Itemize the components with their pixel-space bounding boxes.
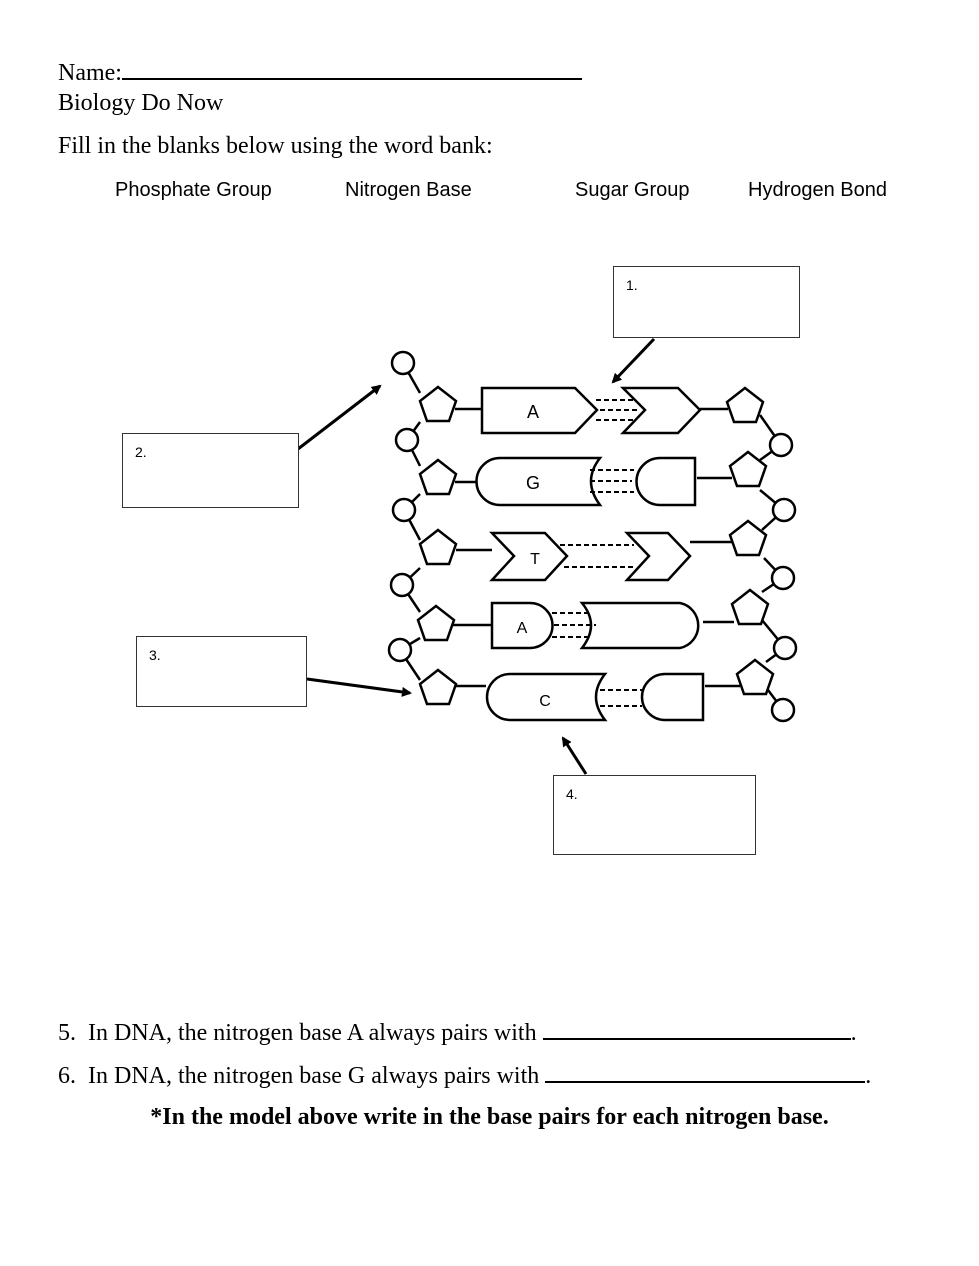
word-bank-item-phosphate: Phosphate Group	[115, 179, 272, 201]
phosphate-circle	[768, 432, 794, 458]
base-letter-1: A	[527, 402, 539, 422]
sugar-pentagon	[728, 450, 768, 488]
label-box-1[interactable]: 1.	[613, 266, 800, 338]
question-number: 5.	[58, 1020, 76, 1046]
answer-blank-6[interactable]	[545, 1061, 866, 1083]
name-label: Name:	[58, 60, 122, 86]
base-shape-t	[489, 531, 569, 582]
sugar-pentagon	[735, 658, 775, 696]
sugar-pentagon	[418, 458, 458, 496]
label-box-3[interactable]: 3.	[136, 636, 307, 707]
label-box-number: 1.	[626, 277, 638, 293]
phosphate-circle	[390, 350, 416, 376]
phosphate-circle	[772, 635, 798, 661]
sugar-base-connectors	[452, 407, 740, 688]
arrow-1	[611, 337, 656, 384]
arrow-3	[306, 677, 412, 697]
answer-blank-5[interactable]	[542, 1018, 851, 1040]
phosphate-circle	[771, 497, 797, 523]
base-letter-3: T	[530, 551, 540, 568]
word-bank-item-sugar: Sugar Group	[575, 179, 690, 201]
base-shape-partner-5	[640, 672, 705, 722]
sugar-pentagon	[416, 604, 456, 642]
worksheet-subtitle: Biology Do Now	[58, 90, 224, 116]
name-blank[interactable]	[121, 58, 582, 80]
hydrogen-bonds	[552, 399, 642, 707]
instructions: Fill in the blanks below using the word …	[58, 133, 493, 159]
base-shape-partner-2	[635, 456, 697, 507]
question-number: 6.	[58, 1063, 76, 1089]
phosphate-circle	[389, 572, 415, 598]
sugar-pentagon	[418, 385, 458, 423]
sugar-pentagon	[730, 588, 770, 626]
sugar-pentagon	[418, 668, 458, 706]
word-bank-item-nitrogen-base: Nitrogen Base	[345, 179, 472, 201]
base-shape-partner-1	[619, 386, 702, 435]
sugar-pentagon	[418, 528, 458, 566]
question-5: 5. In DNA, the nitrogen base A always pa…	[58, 1018, 857, 1046]
base-letter-2: G	[526, 473, 540, 493]
name-line: Name:	[58, 58, 582, 87]
sugar-pentagon	[728, 519, 768, 557]
question-text: In DNA, the nitrogen base A always pairs…	[88, 1020, 537, 1046]
base-shape-a	[480, 386, 599, 435]
base-shape-a2	[490, 601, 554, 650]
phosphate-circle	[394, 427, 420, 453]
sugar-pentagon	[725, 386, 765, 424]
arrow-4	[561, 736, 588, 775]
label-box-2[interactable]: 2.	[122, 433, 299, 508]
phosphate-circle	[770, 697, 796, 723]
label-box-number: 3.	[149, 647, 161, 663]
phosphate-circle	[391, 497, 417, 523]
phosphate-circle	[770, 565, 796, 591]
base-shape-c	[485, 672, 608, 722]
word-bank-item-hydrogen-bond: Hydrogen Bond	[748, 179, 887, 201]
label-box-4[interactable]: 4.	[553, 775, 756, 855]
label-box-number: 4.	[566, 786, 578, 802]
question-6: 6. In DNA, the nitrogen base G always pa…	[58, 1061, 872, 1089]
label-box-number: 2.	[135, 444, 147, 460]
base-shape-partner-4	[579, 601, 700, 650]
footer-instruction: *In the model above write in the base pa…	[150, 1104, 829, 1130]
base-shape-g	[475, 456, 603, 507]
base-letter-4: A	[517, 620, 528, 637]
base-letter-5: C	[539, 693, 551, 710]
base-shape-partner-3	[624, 531, 692, 582]
phosphate-circle	[387, 637, 413, 663]
question-text: In DNA, the nitrogen base G always pairs…	[88, 1063, 540, 1089]
arrow-2	[297, 384, 382, 451]
